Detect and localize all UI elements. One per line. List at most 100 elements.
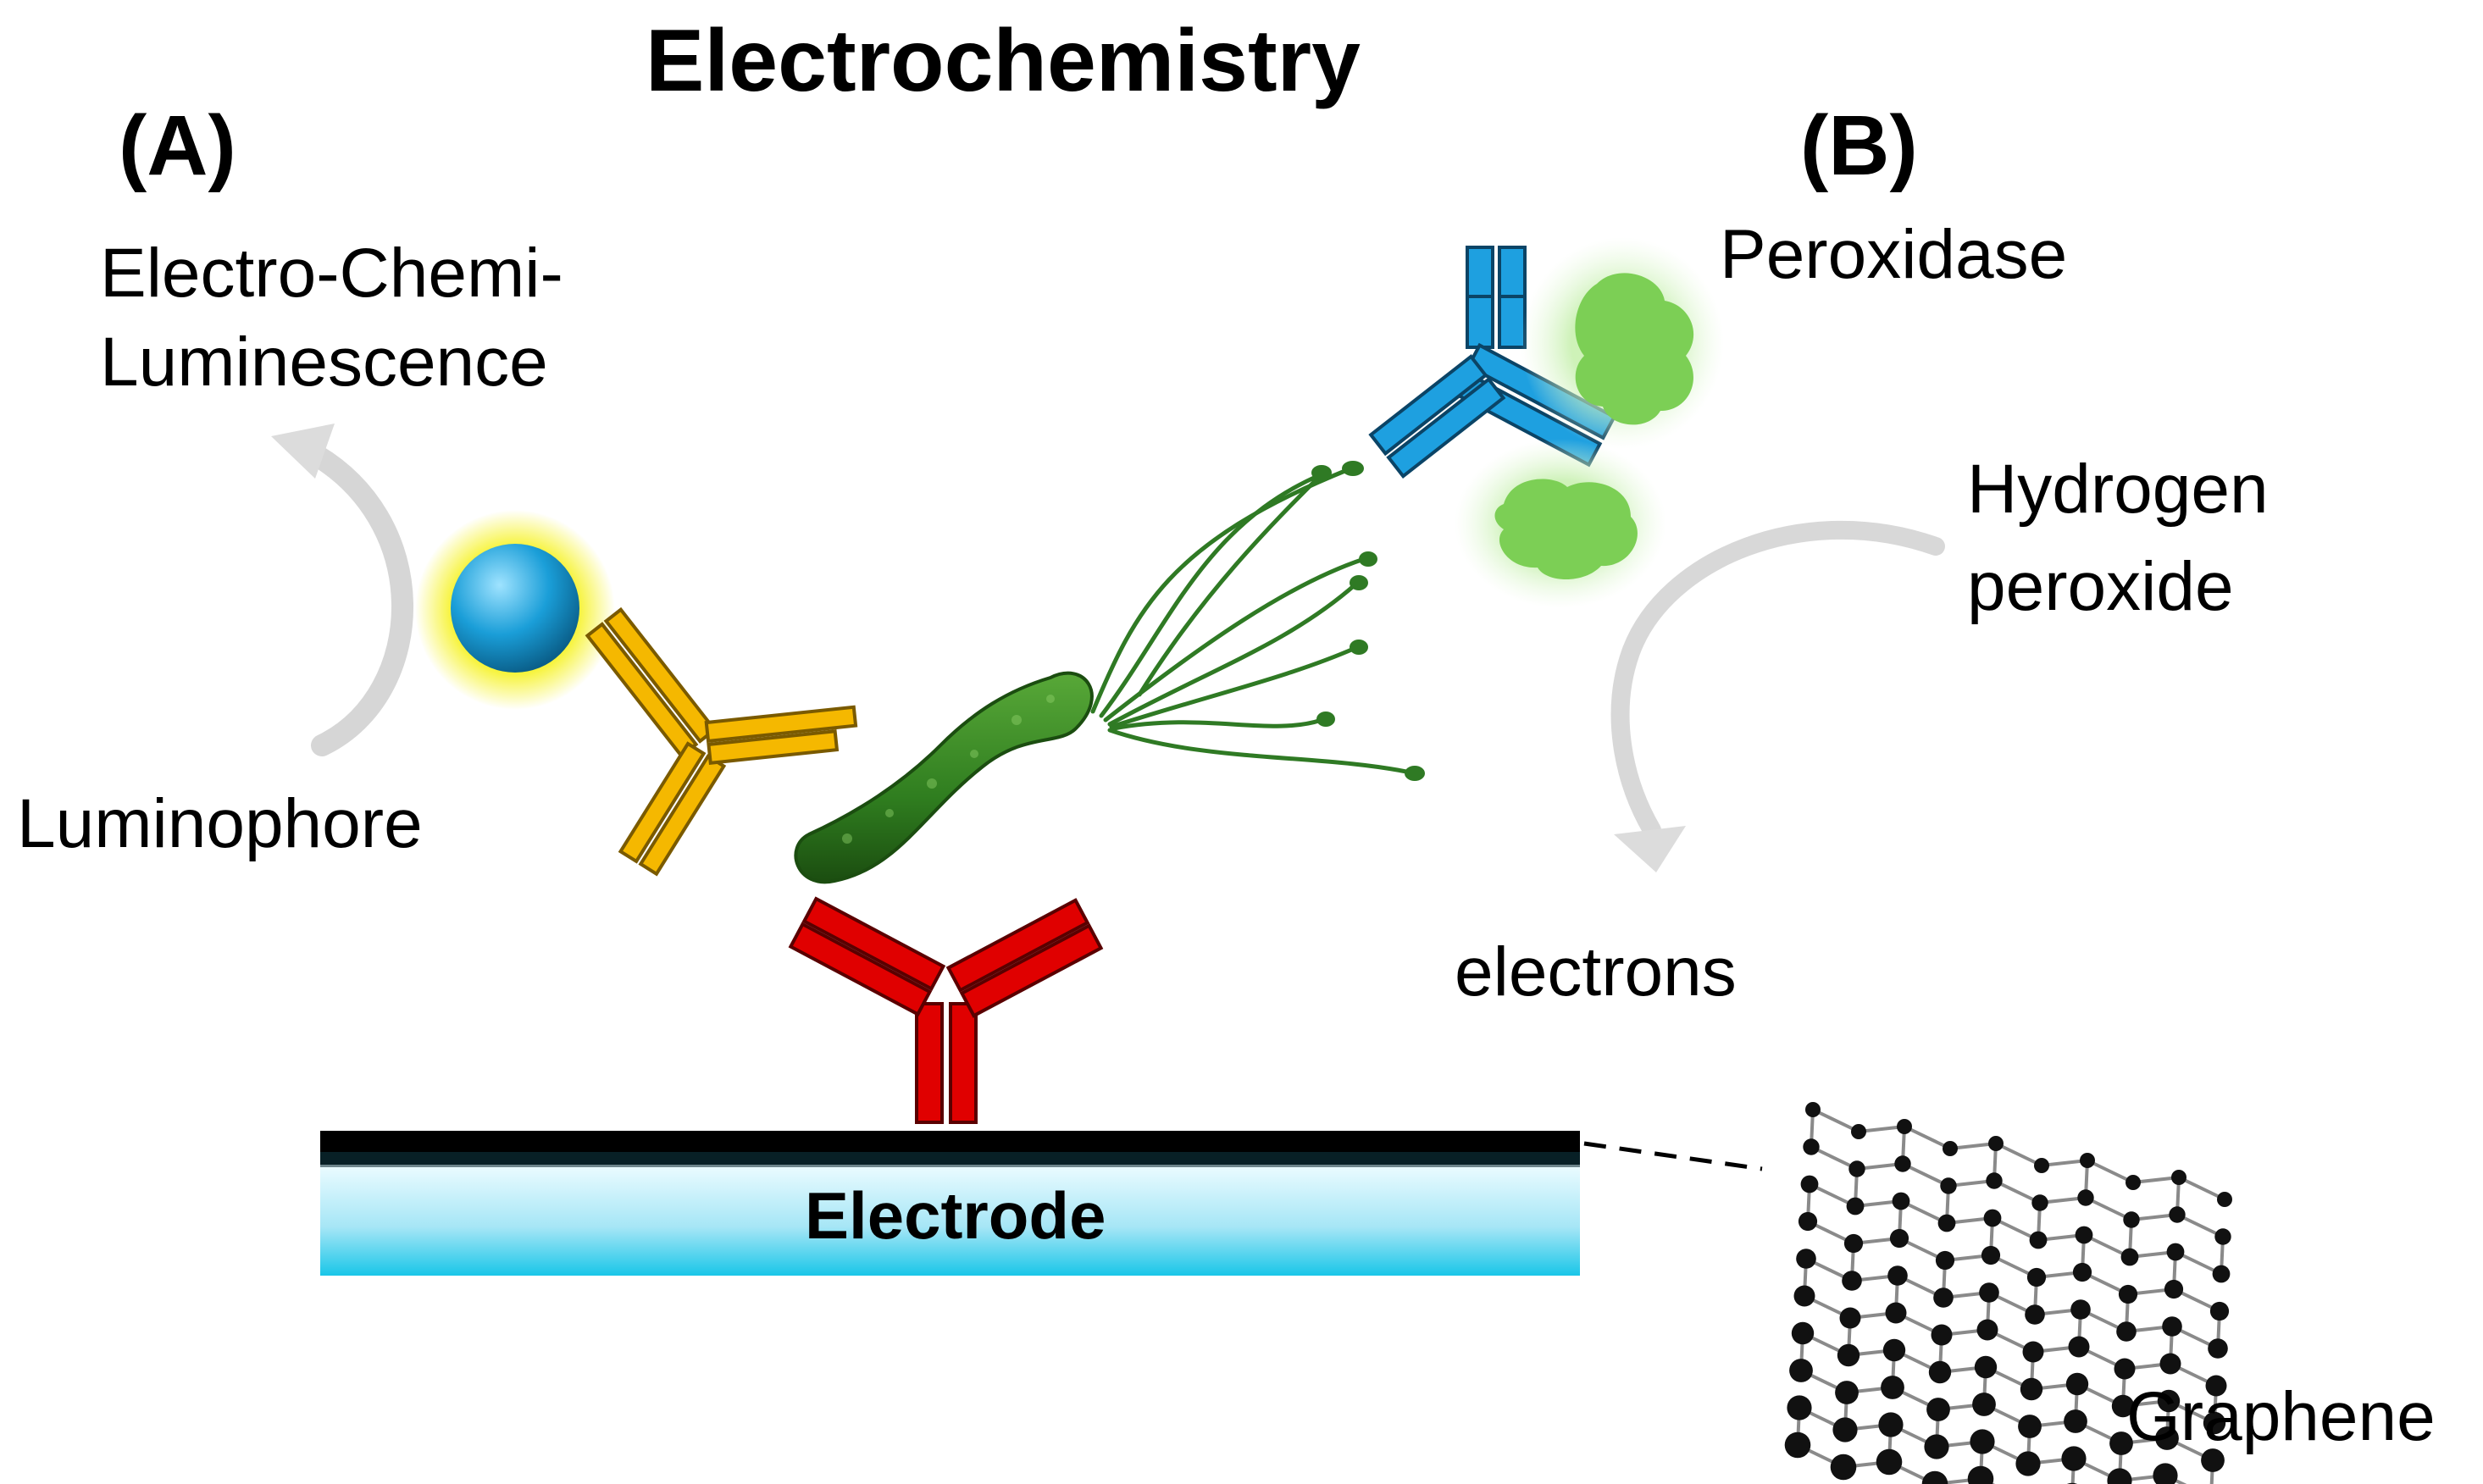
graphene-atom: [2080, 1153, 2095, 1168]
peroxidase-enzyme-2: [1455, 439, 1666, 608]
graphene-atom: [2061, 1446, 2087, 1471]
electrode: [320, 1131, 1580, 1276]
graphene-atom: [2208, 1338, 2228, 1359]
graphene-atom: [1848, 1160, 1865, 1177]
graphene-atom: [2155, 1426, 2179, 1450]
graphene-bond: [2085, 1196, 2132, 1221]
graphene-atom: [1800, 1175, 1819, 1193]
graphene-atom: [1897, 1119, 1912, 1134]
graphene-atom: [1876, 1448, 1903, 1476]
graphene-atom: [1796, 1249, 1816, 1269]
graphene-atom: [2205, 1375, 2227, 1397]
graphene-atom: [1784, 1431, 1811, 1459]
ecl-label-line1: Electro-Chemi-: [100, 235, 563, 312]
panel-a-label: (A): [119, 98, 236, 193]
graphene-atom: [2212, 1265, 2231, 1283]
graphene-atom: [1988, 1136, 2004, 1151]
graphene-atom: [1979, 1282, 1999, 1303]
graphene-atom: [1981, 1245, 2001, 1265]
graphene-atom: [2068, 1336, 2090, 1358]
luminophore-antibody: [585, 606, 858, 877]
graphene-atom: [1830, 1454, 1857, 1481]
graphene-atom: [1803, 1138, 1820, 1155]
graphene-atom: [2077, 1189, 2094, 1206]
graphene-atom: [1943, 1141, 1958, 1156]
bacterium: [794, 461, 1425, 884]
graphene-atom: [2114, 1358, 2136, 1380]
graphene-atom: [1882, 1338, 1906, 1362]
h2o2-label-line2: peroxide: [1967, 548, 2234, 625]
graphene-atom: [1986, 1172, 2003, 1189]
graphene-bond: [1904, 1125, 1951, 1150]
graphene-atom: [1793, 1285, 1815, 1307]
graphene-atom: [2159, 1353, 2181, 1375]
graphene-atom: [1789, 1359, 1813, 1382]
electrode-label: Electrode: [805, 1178, 1106, 1253]
graphene-atom: [2072, 1262, 2092, 1282]
graphene-atom: [2126, 1175, 2141, 1190]
graphene-atom: [2064, 1409, 2087, 1433]
graphene-bond: [2087, 1159, 2134, 1184]
graphene-bond: [2132, 1176, 2180, 1184]
graphene-atom: [1805, 1102, 1821, 1117]
graphene-atom: [1889, 1228, 1909, 1249]
graphene-atom: [2020, 1377, 2043, 1401]
graphene-atom: [2118, 1284, 2138, 1304]
graphene-bond: [1812, 1108, 1859, 1133]
graphene-atom: [2120, 1248, 2139, 1266]
luminophore-bead: [415, 510, 615, 710]
graphene-atom: [2164, 1279, 2184, 1299]
electrons-label: electrons: [1455, 933, 1737, 1011]
graphene-connector: [1583, 1141, 1763, 1171]
peroxidase-enzyme-1: [1521, 237, 1724, 449]
graphene-atom: [1878, 1412, 1904, 1437]
graphene-atom: [1846, 1197, 1865, 1215]
graphene-atom: [1842, 1271, 1862, 1291]
graphene-atom: [1937, 1214, 1956, 1232]
h2o2-label-line1: Hydrogen: [1967, 451, 2269, 528]
panel-b-label: (B): [1800, 98, 1918, 193]
graphene-atom: [1967, 1465, 1994, 1484]
graphene-bond: [1993, 1179, 2041, 1204]
graphene-atom: [1892, 1192, 1910, 1210]
graphene-atom: [2107, 1468, 2132, 1484]
graphene-atom: [2214, 1228, 2231, 1245]
graphene-bond: [1810, 1145, 1858, 1171]
graphene-atom: [2166, 1243, 2185, 1261]
graphene-lattice: [1784, 1102, 2232, 1484]
graphene-atom: [2169, 1206, 2186, 1223]
graphene-atom: [1924, 1434, 1949, 1459]
graphene-atom: [1798, 1211, 1818, 1232]
graphene-atom: [2031, 1194, 2048, 1211]
graphene-bond: [1995, 1142, 2042, 1167]
graphene-atom: [1787, 1395, 1812, 1420]
graphene-atom: [1837, 1343, 1860, 1367]
h2o2-arrow: [1610, 520, 1945, 872]
graphene-atom: [1851, 1124, 1866, 1139]
graphene-bond: [1902, 1162, 1949, 1188]
graphene-atom: [1894, 1155, 1911, 1172]
graphene-atom: [1933, 1287, 1954, 1308]
peroxidase-label: Peroxidase: [1720, 216, 2068, 293]
graphene-bond: [1858, 1125, 1905, 1133]
graphene-atom: [2162, 1316, 2182, 1337]
graphene-bond: [1949, 1142, 1997, 1150]
graphene-atom: [1972, 1393, 1996, 1416]
graphene-atom: [2109, 1431, 2133, 1455]
graphene-atom: [2111, 1394, 2135, 1418]
graphene-atom: [1885, 1302, 1907, 1324]
graphene-bond: [2176, 1213, 2224, 1238]
graphene-atom: [1881, 1376, 1904, 1399]
graphene-atom: [2075, 1226, 2093, 1244]
graphene-atom: [1976, 1319, 1998, 1341]
graphene-atom: [2018, 1415, 2042, 1438]
graphene-atom: [2029, 1231, 2048, 1249]
graphene-atom: [1928, 1360, 1952, 1384]
graphene-atom: [1839, 1307, 1861, 1329]
ecl-arrow: [271, 424, 413, 756]
graphene-atom: [2203, 1411, 2226, 1435]
graphene-atom: [1921, 1470, 1948, 1484]
graphene-atom: [2217, 1192, 2232, 1207]
